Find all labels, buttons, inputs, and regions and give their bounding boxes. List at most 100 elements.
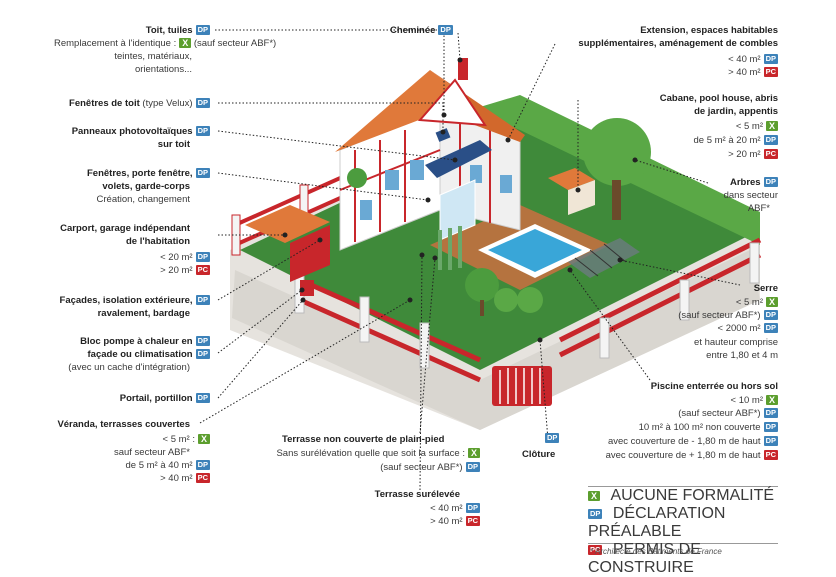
extension-line1: Extension, espaces habitables — [640, 25, 778, 36]
dp-badge: DP — [763, 135, 778, 146]
fenetres-line2: volets, garde-corps — [102, 181, 190, 192]
x-badge: X — [588, 490, 600, 501]
extension-r2: > 40 m² — [728, 67, 761, 78]
x-badge: X — [766, 121, 778, 132]
dp-badge: DP — [195, 393, 210, 404]
label-facades: Façades, isolation extérieure,DP — [60, 294, 210, 307]
serre-r1: < 5 m² — [735, 297, 763, 308]
cabane-r1: < 5 m² — [735, 121, 763, 132]
footnote: * Architecte des Bâtiments de France — [590, 547, 722, 556]
piscine-title: Piscine enterrée ou hors sol — [650, 381, 778, 392]
dp-badge: DP — [465, 462, 480, 473]
dp-badge: DP — [438, 25, 453, 36]
terrasse-sur-r2: > 40 m² — [430, 516, 463, 527]
terrasse-row2: Sans surélévation quelle que soit la sur… — [276, 447, 480, 460]
carport-line2: de l'habitation — [125, 236, 190, 247]
dp-badge: DP — [763, 54, 778, 65]
legend-row-dp: DP DÉCLARATION PRÉALABLE — [588, 505, 778, 541]
pc-badge: PC — [465, 516, 480, 527]
terrasse-row3: (sauf secteur ABF*)DP — [380, 461, 480, 474]
fenetres-line3: Création, changement — [96, 194, 190, 205]
cheminee-title: Cheminée — [390, 25, 436, 36]
cabane-line1: Cabane, pool house, abris — [659, 93, 778, 104]
dp-badge: DP — [195, 295, 210, 306]
dp-badge: DP — [763, 310, 778, 321]
veranda-r2: sauf secteur ABF* — [113, 447, 190, 458]
dp-badge: DP — [195, 252, 210, 263]
terrasse-line3: (sauf secteur ABF*) — [380, 462, 463, 473]
piscine-r2: (sauf secteur ABF*) — [678, 408, 761, 419]
pc-badge: PC — [763, 67, 778, 78]
pc-badge: PC — [763, 149, 778, 160]
piscine-r3: 10 m² à 100 m² non couverte — [638, 422, 761, 433]
terrasse-title: Terrasse non couverte de plain-pied — [282, 434, 445, 445]
x-badge: X — [198, 434, 210, 445]
pompe-line3: (avec un cache d'intégration) — [68, 362, 190, 373]
toit-line1b: (sauf secteur ABF*) — [193, 38, 277, 49]
carport-r2: > 20 m² — [160, 265, 193, 276]
toit-title: Toit, tuiles — [145, 25, 193, 36]
dp-badge: DP — [763, 408, 778, 419]
arbres-line3: ABF* — [747, 203, 770, 214]
facades-line1: Façades, isolation extérieure, — [59, 295, 193, 306]
pompe-line1: Bloc pompe à chaleur en — [80, 336, 193, 347]
label-fenetres-toit: Fenêtres de toit (type Velux)DP — [69, 97, 210, 110]
toit-line3: orientations... — [134, 64, 192, 75]
dp-badge: DP — [195, 168, 210, 179]
serre-row2: (sauf secteur ABF*)DP — [678, 309, 778, 322]
cabane-r2: de 5 m² à 20 m² — [693, 135, 761, 146]
extension-r1: < 40 m² — [728, 54, 761, 65]
piscine-r4: avec couverture de - 1,80 m de haut — [607, 436, 761, 447]
toit-line2: teintes, matériaux, — [114, 51, 192, 62]
dp-badge: DP — [588, 508, 603, 519]
x-badge: X — [766, 395, 778, 406]
piscine-row2: (sauf secteur ABF*)DP — [678, 407, 778, 420]
serre-r5: entre 1,80 et 4 m — [706, 350, 778, 361]
x-badge: X — [468, 448, 480, 459]
dp-badge: DP — [195, 98, 210, 109]
toit-line1a: Remplacement à l'identique : — [54, 38, 177, 49]
fenetres-line1: Fenêtres, porte fenêtre, — [86, 168, 193, 179]
terrasse-sur-r1: < 40 m² — [430, 503, 463, 514]
panneaux-line1: Panneaux photovoltaïques — [71, 126, 193, 137]
dp-badge: DP — [545, 433, 560, 444]
piscine-r1: < 10 m² — [730, 395, 763, 406]
label-toit-sub: Remplacement à l'identique :X (sauf sect… — [54, 37, 276, 50]
veranda-r3: de 5 m² à 40 m² — [125, 460, 193, 471]
serre-r3: < 2000 m² — [717, 323, 761, 334]
pc-badge: PC — [195, 265, 210, 276]
veranda-row1: < 5 m² :X — [163, 433, 210, 446]
legend: X AUCUNE FORMALITÉ DP DÉCLARATION PRÉALA… — [588, 486, 778, 576]
fenetres-toit-title: Fenêtres de toit — [69, 98, 140, 109]
fenetres-toit-sub: (type Velux) — [142, 98, 193, 109]
legend-aucune: AUCUNE FORMALITÉ — [610, 487, 775, 504]
piscine-r5: avec couverture de + 1,80 m de haut — [605, 450, 761, 461]
cloture-title: Clôture — [522, 449, 556, 460]
carport-line1: Carport, garage indépendant — [60, 223, 190, 234]
dp-badge: DP — [763, 323, 778, 334]
arbres-title: Arbres — [729, 177, 761, 188]
portail-title: Portail, portillon — [119, 393, 193, 404]
arbres-line2: dans secteur — [723, 190, 778, 201]
